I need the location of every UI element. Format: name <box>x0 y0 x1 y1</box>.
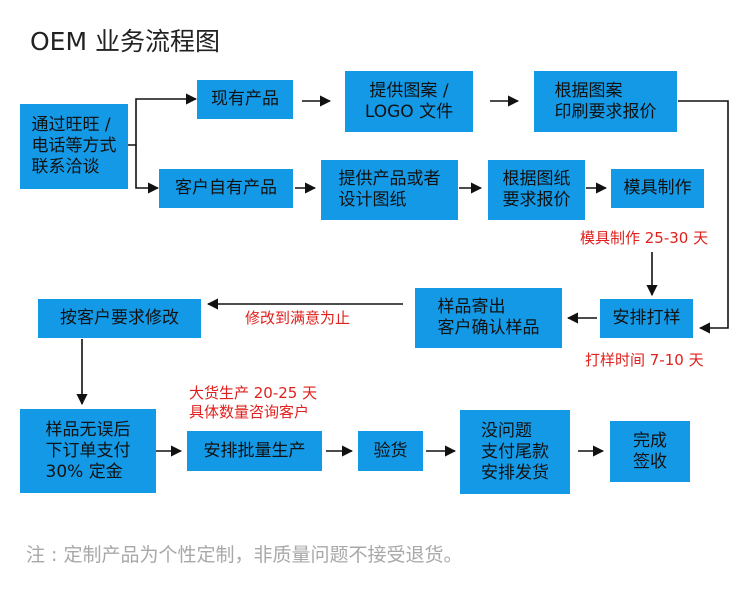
box-revise: 按客户要求修改 <box>38 299 201 338</box>
box-mold: 模具制作 <box>611 169 704 208</box>
connector-quote-to-sample <box>678 100 729 334</box>
connector-contact-to-own <box>135 145 160 194</box>
box-provide-drawing-label: 提供产品或者 设计图纸 <box>338 169 441 210</box>
page-title: OEM 业务流程图 <box>30 27 220 56</box>
box-sampling-label: 安排打样 <box>612 308 681 328</box>
box-own-product-label: 客户自有产品 <box>175 178 277 198</box>
box-sampling: 安排打样 <box>600 299 693 338</box>
box-existing-product: 现有产品 <box>197 80 293 119</box>
box-existing-product-label: 现有产品 <box>211 89 279 109</box>
box-place-order-label: 样品无误后 下订单支付 30% 定金 <box>45 419 131 482</box>
box-own-product: 客户自有产品 <box>159 169 293 208</box>
box-done: 完成 签收 <box>610 421 690 482</box>
box-quote-drawing: 根据图纸 要求报价 <box>488 160 585 220</box>
note-revise-loop: 修改到满意为止 <box>245 309 351 327</box>
connector-contact-to-existing <box>128 93 198 146</box>
note-mold-time: 模具制作 25-30 天 <box>580 229 709 247</box>
box-send-sample-label: 样品寄出 客户确认样品 <box>437 297 540 338</box>
box-revise-label: 按客户要求修改 <box>60 308 179 328</box>
box-provide-drawing: 提供产品或者 设计图纸 <box>321 160 458 220</box>
box-place-order: 样品无误后 下订单支付 30% 定金 <box>20 409 156 493</box>
box-pay-ship-label: 没问题 支付尾款 安排发货 <box>481 420 549 483</box>
box-inspect: 验货 <box>358 431 423 471</box>
box-quote-print: 根据图案 印刷要求报价 <box>534 71 677 132</box>
footer-note: 注 : 定制产品为个性定制，非质量问题不接受退货。 <box>26 544 463 566</box>
box-mold-label: 模具制作 <box>623 178 692 198</box>
box-mass-production-label: 安排批量生产 <box>203 440 306 461</box>
note-sample-time: 打样时间 7-10 天 <box>585 351 704 369</box>
note-mass-time: 大货生产 20-25 天 具体数量咨询客户 <box>189 384 318 421</box>
box-contact-label: 通过旺旺 / 电话等方式 联系洽谈 <box>31 115 117 177</box>
box-mass-production: 安排批量生产 <box>187 431 322 471</box>
box-provide-pattern-label: 提供图案 / LOGO 文件 <box>364 80 454 122</box>
box-inspect-label: 验货 <box>373 440 408 461</box>
box-pay-ship: 没问题 支付尾款 安排发货 <box>460 410 570 494</box>
box-contact: 通过旺旺 / 电话等方式 联系洽谈 <box>20 104 128 189</box>
box-provide-pattern: 提供图案 / LOGO 文件 <box>345 71 473 132</box>
box-quote-drawing-label: 根据图纸 要求报价 <box>502 169 571 210</box>
box-quote-print-label: 根据图案 印刷要求报价 <box>554 80 657 122</box>
box-done-label: 完成 签收 <box>633 430 667 472</box>
box-send-sample: 样品寄出 客户确认样品 <box>415 288 562 348</box>
